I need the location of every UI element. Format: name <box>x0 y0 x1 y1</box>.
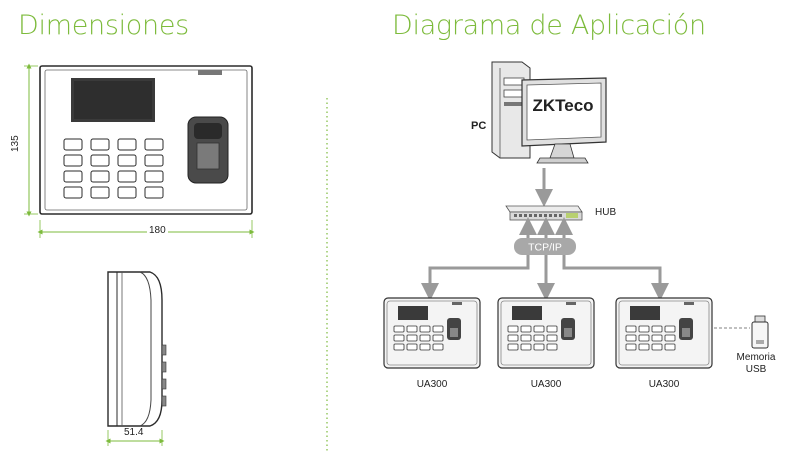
terminal-side-view <box>107 271 167 427</box>
width-dimension-line <box>37 220 255 238</box>
pc-label: PC <box>471 120 487 132</box>
tcpip-label: TCP/IP <box>528 242 562 254</box>
terminal-1 <box>383 297 481 369</box>
width-dimension-label: 180 <box>147 225 168 236</box>
depth-dimension-line <box>105 430 165 446</box>
hub-icon <box>505 205 583 221</box>
keypad <box>63 138 164 199</box>
hub-label: HUB <box>595 207 617 218</box>
device-label-1: UA300 <box>416 379 448 390</box>
fingerprint-sensor <box>187 116 229 184</box>
pc-tower-icon <box>491 61 531 159</box>
terminal-2 <box>497 297 595 369</box>
usb-label-line2: USB <box>745 364 767 375</box>
terminal-front-view <box>39 65 253 215</box>
device-label-3: UA300 <box>648 379 680 390</box>
depth-dimension-label: 51.4 <box>123 427 145 438</box>
device-label-2: UA300 <box>530 379 562 390</box>
indicator-slot <box>198 70 222 75</box>
height-dimension-label: 135 <box>10 135 21 152</box>
tcpip-connectors <box>421 217 669 301</box>
usb-drive-icon <box>751 315 769 349</box>
usb-label-line1: Memoria <box>736 352 776 363</box>
dimensions-title: Dimensiones <box>18 10 189 41</box>
application-diagram-title: Diagrama de Aplicación <box>392 10 706 41</box>
height-dimension-line <box>24 63 38 217</box>
pc-monitor-icon <box>521 77 607 164</box>
terminal-3 <box>615 297 713 369</box>
zkteco-logo: ZKTeco <box>532 96 593 115</box>
tcpip-badge <box>514 238 576 255</box>
